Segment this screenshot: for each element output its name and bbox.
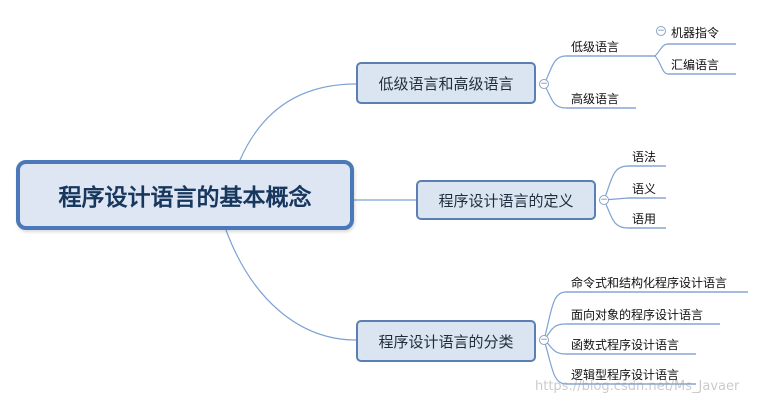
- leaf-machine-instructions[interactable]: 机器指令: [671, 26, 720, 40]
- connector-lowlevel-machine: [654, 43, 669, 57]
- topic-low-high-level-languages-label: 低级语言和高级语言: [378, 74, 514, 93]
- connector-root-classification: [225, 229, 357, 341]
- connector-lowlevel-assembly: [654, 55, 669, 75]
- leaf-assembly-language[interactable]: 汇编语言: [671, 58, 720, 72]
- connector-class-imperative: [543, 291, 567, 341]
- connector-root-levels: [239, 83, 357, 161]
- topic-language-classification-label: 程序设计语言的分类: [378, 332, 514, 351]
- leaf-high-level-language[interactable]: 高级语言: [571, 92, 620, 106]
- collapse-toggle-classification[interactable]: −: [539, 335, 549, 345]
- root-topic-label: 程序设计语言的基本概念: [58, 185, 312, 211]
- root-topic[interactable]: 程序设计语言的基本概念: [16, 160, 354, 230]
- leaf-object-oriented[interactable]: 面向对象的程序设计语言: [571, 308, 704, 322]
- topic-language-classification[interactable]: 程序设计语言的分类: [356, 320, 536, 362]
- connector-class-logic: [543, 339, 567, 385]
- leaf-syntax[interactable]: 语法: [632, 150, 657, 164]
- leaf-logic[interactable]: 逻辑型程序设计语言: [571, 368, 680, 382]
- collapse-toggle-low-level[interactable]: −: [656, 26, 666, 36]
- collapse-toggle-definition[interactable]: −: [599, 195, 609, 205]
- topic-language-definition[interactable]: 程序设计语言的定义: [416, 180, 596, 220]
- leaf-semantics[interactable]: 语义: [632, 182, 657, 196]
- watermark-text: https://blog.csdn.net/Ms_Javaer: [535, 379, 740, 394]
- leaf-pragmatics[interactable]: 语用: [632, 212, 657, 226]
- leaf-imperative-structured[interactable]: 命令式和结构化程序设计语言: [571, 276, 728, 290]
- leaf-low-level-language[interactable]: 低级语言: [571, 40, 620, 54]
- collapse-toggle-levels[interactable]: −: [539, 79, 549, 89]
- leaf-functional[interactable]: 函数式程序设计语言: [571, 338, 680, 352]
- topic-low-high-level-languages[interactable]: 低级语言和高级语言: [356, 62, 536, 104]
- topic-language-definition-label: 程序设计语言的定义: [438, 191, 574, 210]
